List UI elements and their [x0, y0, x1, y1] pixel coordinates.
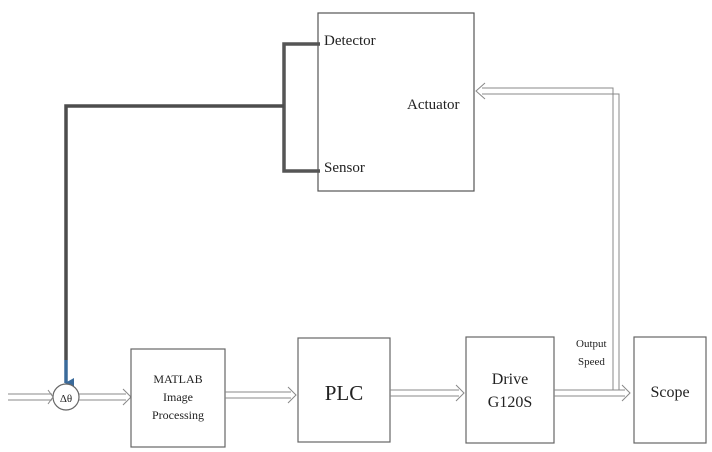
drive-block-line2: G120S — [488, 394, 532, 411]
detector-label: Detector — [324, 33, 376, 49]
summing-junction-label: Δθ — [60, 393, 72, 405]
output-to-actuator-arrow — [475, 82, 620, 390]
detector-sensor-bracket — [282, 42, 320, 173]
sensor-label: Sensor — [324, 160, 365, 176]
matlab-to-plc-arrow — [225, 386, 297, 404]
drive-block-line1: Drive — [492, 371, 528, 388]
input-signal-arrow — [8, 389, 54, 405]
feedback-line — [64, 104, 284, 360]
plant-box — [317, 12, 475, 192]
actuator-label: Actuator — [407, 97, 459, 113]
plc-block-label: PLC — [325, 381, 364, 405]
matlab-block — [130, 348, 226, 448]
plc-block — [297, 337, 391, 443]
plc-to-drive-arrow — [390, 384, 465, 402]
scope-block-label: Scope — [650, 384, 689, 401]
junction-to-matlab-arrow — [79, 388, 132, 406]
matlab-block-line3: Processing — [152, 408, 204, 422]
output-speed-label-line1: Output — [576, 338, 607, 350]
matlab-block-line2: Image — [163, 390, 193, 404]
drive-block — [465, 336, 555, 444]
matlab-block-line1: MATLAB — [153, 372, 202, 386]
output-speed-label-line2: Speed — [578, 356, 605, 368]
scope-block — [633, 336, 707, 444]
